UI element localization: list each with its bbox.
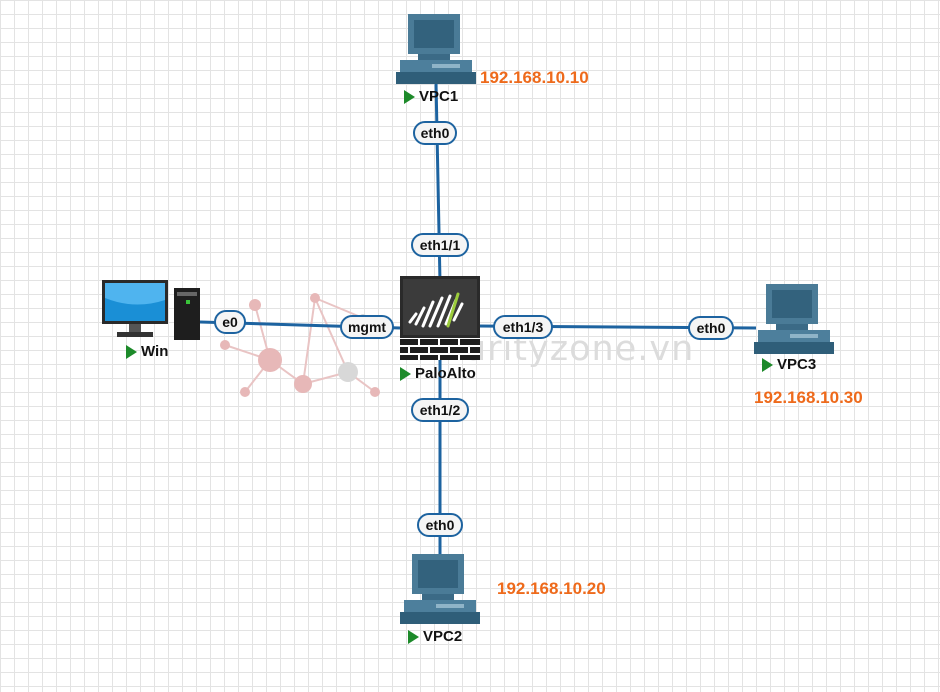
running-status-icon	[126, 344, 137, 359]
node-vpc1[interactable]	[396, 12, 476, 86]
node-name: VPC3	[777, 356, 817, 373]
node-name: Win	[141, 343, 169, 360]
ip-label-vpc1: 192.168.10.10	[480, 68, 589, 87]
node-name: VPC2	[423, 628, 463, 645]
desktop-pc-icon	[400, 554, 480, 624]
port-label-paloalto-eth1-2[interactable]: eth1/2	[411, 398, 469, 422]
node-vpc2[interactable]	[400, 552, 480, 626]
ip-label-vpc3: 192.168.10.30	[754, 388, 863, 407]
node-win[interactable]	[100, 280, 204, 342]
desktop-pc-icon	[396, 14, 476, 84]
port-label-win-e0[interactable]: e0	[214, 310, 246, 334]
port-label-vpc3-eth0[interactable]: eth0	[688, 316, 734, 340]
node-label-win[interactable]: Win	[126, 343, 168, 360]
ip-label-vpc2: 192.168.10.20	[497, 579, 606, 598]
port-label-paloalto-mgmt[interactable]: mgmt	[340, 315, 394, 339]
running-status-icon	[408, 629, 419, 644]
port-label-paloalto-eth1-1[interactable]: eth1/1	[411, 233, 469, 257]
node-label-vpc2[interactable]: VPC2	[408, 628, 462, 645]
node-label-vpc3[interactable]: VPC3	[762, 356, 816, 373]
node-paloalto[interactable]	[400, 276, 480, 360]
port-label-vpc1-eth0[interactable]: eth0	[413, 121, 457, 145]
running-status-icon	[404, 89, 415, 104]
node-vpc3[interactable]	[754, 282, 834, 356]
port-label-vpc2-eth0[interactable]: eth0	[417, 513, 463, 537]
port-label-paloalto-eth1-3[interactable]: eth1/3	[493, 315, 553, 339]
firewall-icon	[400, 276, 480, 360]
node-name: VPC1	[419, 88, 459, 105]
windows-workstation-icon	[102, 280, 200, 340]
desktop-pc-icon	[754, 284, 834, 354]
node-name: PaloAlto	[415, 365, 476, 382]
running-status-icon	[762, 357, 773, 372]
running-status-icon	[400, 366, 411, 381]
node-label-paloalto[interactable]: PaloAlto	[400, 365, 476, 382]
node-label-vpc1[interactable]: VPC1	[404, 88, 458, 105]
